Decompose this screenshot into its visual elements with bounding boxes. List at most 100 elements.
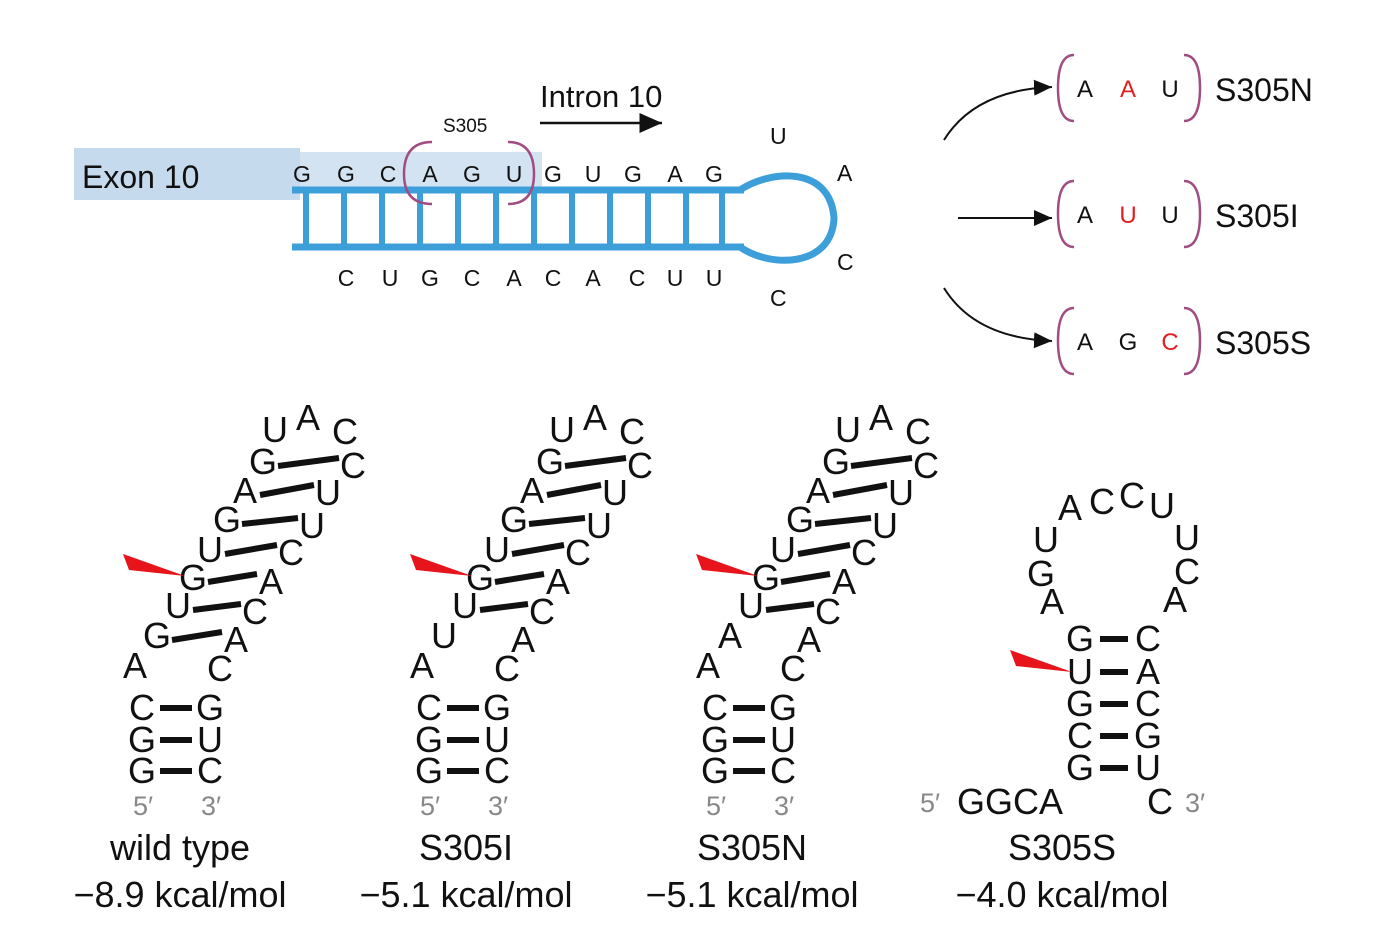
- structure-nucleotide: U: [484, 529, 510, 570]
- structure-nucleotide: A: [511, 619, 535, 660]
- structure-nucleotide: U: [197, 719, 223, 760]
- bottom-strand-nucleotide: U: [382, 265, 399, 291]
- structure-name-s305n: S305N: [697, 827, 807, 868]
- variant-codon-bracket: [1056, 306, 1202, 376]
- structure-nucleotide: G: [179, 557, 207, 598]
- base-pair-bond: [797, 542, 851, 557]
- structure-nucleotide: C: [494, 648, 520, 689]
- top-strand-nucleotide: G: [463, 161, 481, 187]
- structure-nucleotide: A: [123, 645, 147, 686]
- structure-nucleotide: U: [770, 529, 796, 570]
- structure-nucleotide: U: [586, 505, 612, 546]
- top-strand-nucleotide: U: [506, 161, 523, 187]
- structure-nucleotide: A: [296, 397, 320, 438]
- base-pair-bond: [814, 515, 872, 527]
- codon-nucleotide: U: [1161, 202, 1178, 229]
- structure-nucleotide: G: [415, 750, 443, 791]
- three-prime-label: 3′: [1185, 788, 1205, 818]
- mutation-site-arrowhead: [123, 554, 185, 576]
- structure-nucleotide: A: [696, 645, 720, 686]
- base-pair-bond: [765, 601, 815, 613]
- structure-nucleotide: U: [872, 505, 898, 546]
- base-pair-bond: [479, 601, 529, 613]
- bottom-strand-nucleotide: U: [667, 265, 684, 291]
- structure-nucleotide: A: [259, 561, 283, 602]
- structure-nucleotide: C: [1135, 683, 1161, 724]
- top-strand-nucleotide: G: [293, 161, 311, 187]
- structure-nucleotide: C: [529, 591, 555, 632]
- structure-nucleotide: U: [1067, 651, 1093, 692]
- variant-label: S305N: [1215, 72, 1313, 108]
- variant-codon-bracket: [1056, 179, 1202, 249]
- structure-nucleotide: G: [1066, 618, 1094, 659]
- top-strand-nucleotide: G: [705, 161, 723, 187]
- structure-nucleotide: G: [500, 499, 528, 540]
- structure-nucleotide: G: [128, 750, 156, 791]
- structure-nucleotide: U: [197, 529, 223, 570]
- variant-label: S305S: [1215, 325, 1311, 361]
- structure-nucleotide: U: [738, 585, 764, 626]
- three-prime-label: 3′: [774, 791, 794, 821]
- exon-10-band-overlap: [296, 152, 542, 192]
- structure-name-wild-type: wild type: [109, 827, 250, 868]
- base-pair-bond: [241, 515, 299, 527]
- five-prime-label: 5′: [420, 791, 440, 821]
- three-prime-label: 3′: [488, 791, 508, 821]
- structure-nucleotide: U: [1135, 747, 1161, 788]
- five-prime-tail: GGCA: [957, 781, 1063, 822]
- structure-nucleotide: C: [278, 532, 304, 573]
- top-strand-nucleotide: A: [667, 161, 683, 187]
- structure-nucleotide: A: [1040, 581, 1064, 622]
- loop-nucleotide: C: [837, 249, 854, 275]
- bottom-strand-nucleotide: C: [338, 265, 355, 291]
- structure-nucleotide: G: [128, 719, 156, 760]
- structure-nucleotide: C: [197, 750, 223, 791]
- base-pair-bond: [528, 515, 586, 527]
- structure-nucleotide: C: [702, 687, 728, 728]
- helix-rungs: [303, 193, 725, 244]
- structure-nucleotide: C: [815, 591, 841, 632]
- structure-nucleotide: C: [1067, 715, 1093, 756]
- structure-nucleotide: C: [627, 445, 653, 486]
- structure-nucleotide: U: [549, 409, 575, 450]
- structure-nucleotide: G: [1066, 683, 1094, 724]
- structure-nucleotide: U: [1149, 485, 1175, 526]
- base-pair-bond: [259, 482, 315, 498]
- structure-nucleotide: C: [619, 411, 645, 452]
- base-pair-bond: [171, 629, 223, 643]
- three-prime-label: 3′: [201, 791, 221, 821]
- mutation-site-arrowhead: [410, 554, 472, 576]
- codon-nucleotide: G: [1119, 329, 1138, 356]
- structure-nucleotide: U: [484, 719, 510, 760]
- codon-nucleotide: A: [1077, 76, 1093, 103]
- top-strand-nucleotide: U: [585, 161, 602, 187]
- structure-nucleotide: G: [822, 441, 850, 482]
- top-strand-nucleotide: G: [544, 161, 562, 187]
- base-pair-bond: [277, 455, 340, 469]
- five-prime-label: 5′: [133, 791, 153, 821]
- top-strand-nucleotide: G: [624, 161, 642, 187]
- structure-nucleotide: C: [1089, 481, 1115, 522]
- structure-nucleotide: G: [466, 557, 494, 598]
- bottom-strand-nucleotide: G: [421, 265, 439, 291]
- exon-10-label: Exon 10: [82, 159, 199, 195]
- structure-nucleotide: G: [701, 750, 729, 791]
- structure-nucleotide: A: [410, 645, 434, 686]
- structure-energy-s305s: −4.0 kcal/mol: [955, 874, 1168, 915]
- structure-nucleotide: C: [1135, 618, 1161, 659]
- top-strand-nucleotide: C: [380, 161, 397, 187]
- structure-nucleotide: C: [332, 411, 358, 452]
- structure-nucleotide: G: [483, 687, 511, 728]
- structure-nucleotide: C: [1119, 475, 1145, 516]
- bottom-strand-nucleotide: U: [706, 265, 723, 291]
- top-strand-nucleotide: G: [337, 161, 355, 187]
- structure-nucleotide: C: [770, 750, 796, 791]
- structure-nucleotide: U: [165, 585, 191, 626]
- bottom-strand-nucleotide: C: [629, 265, 646, 291]
- variant-codon-bracket: [1056, 53, 1202, 123]
